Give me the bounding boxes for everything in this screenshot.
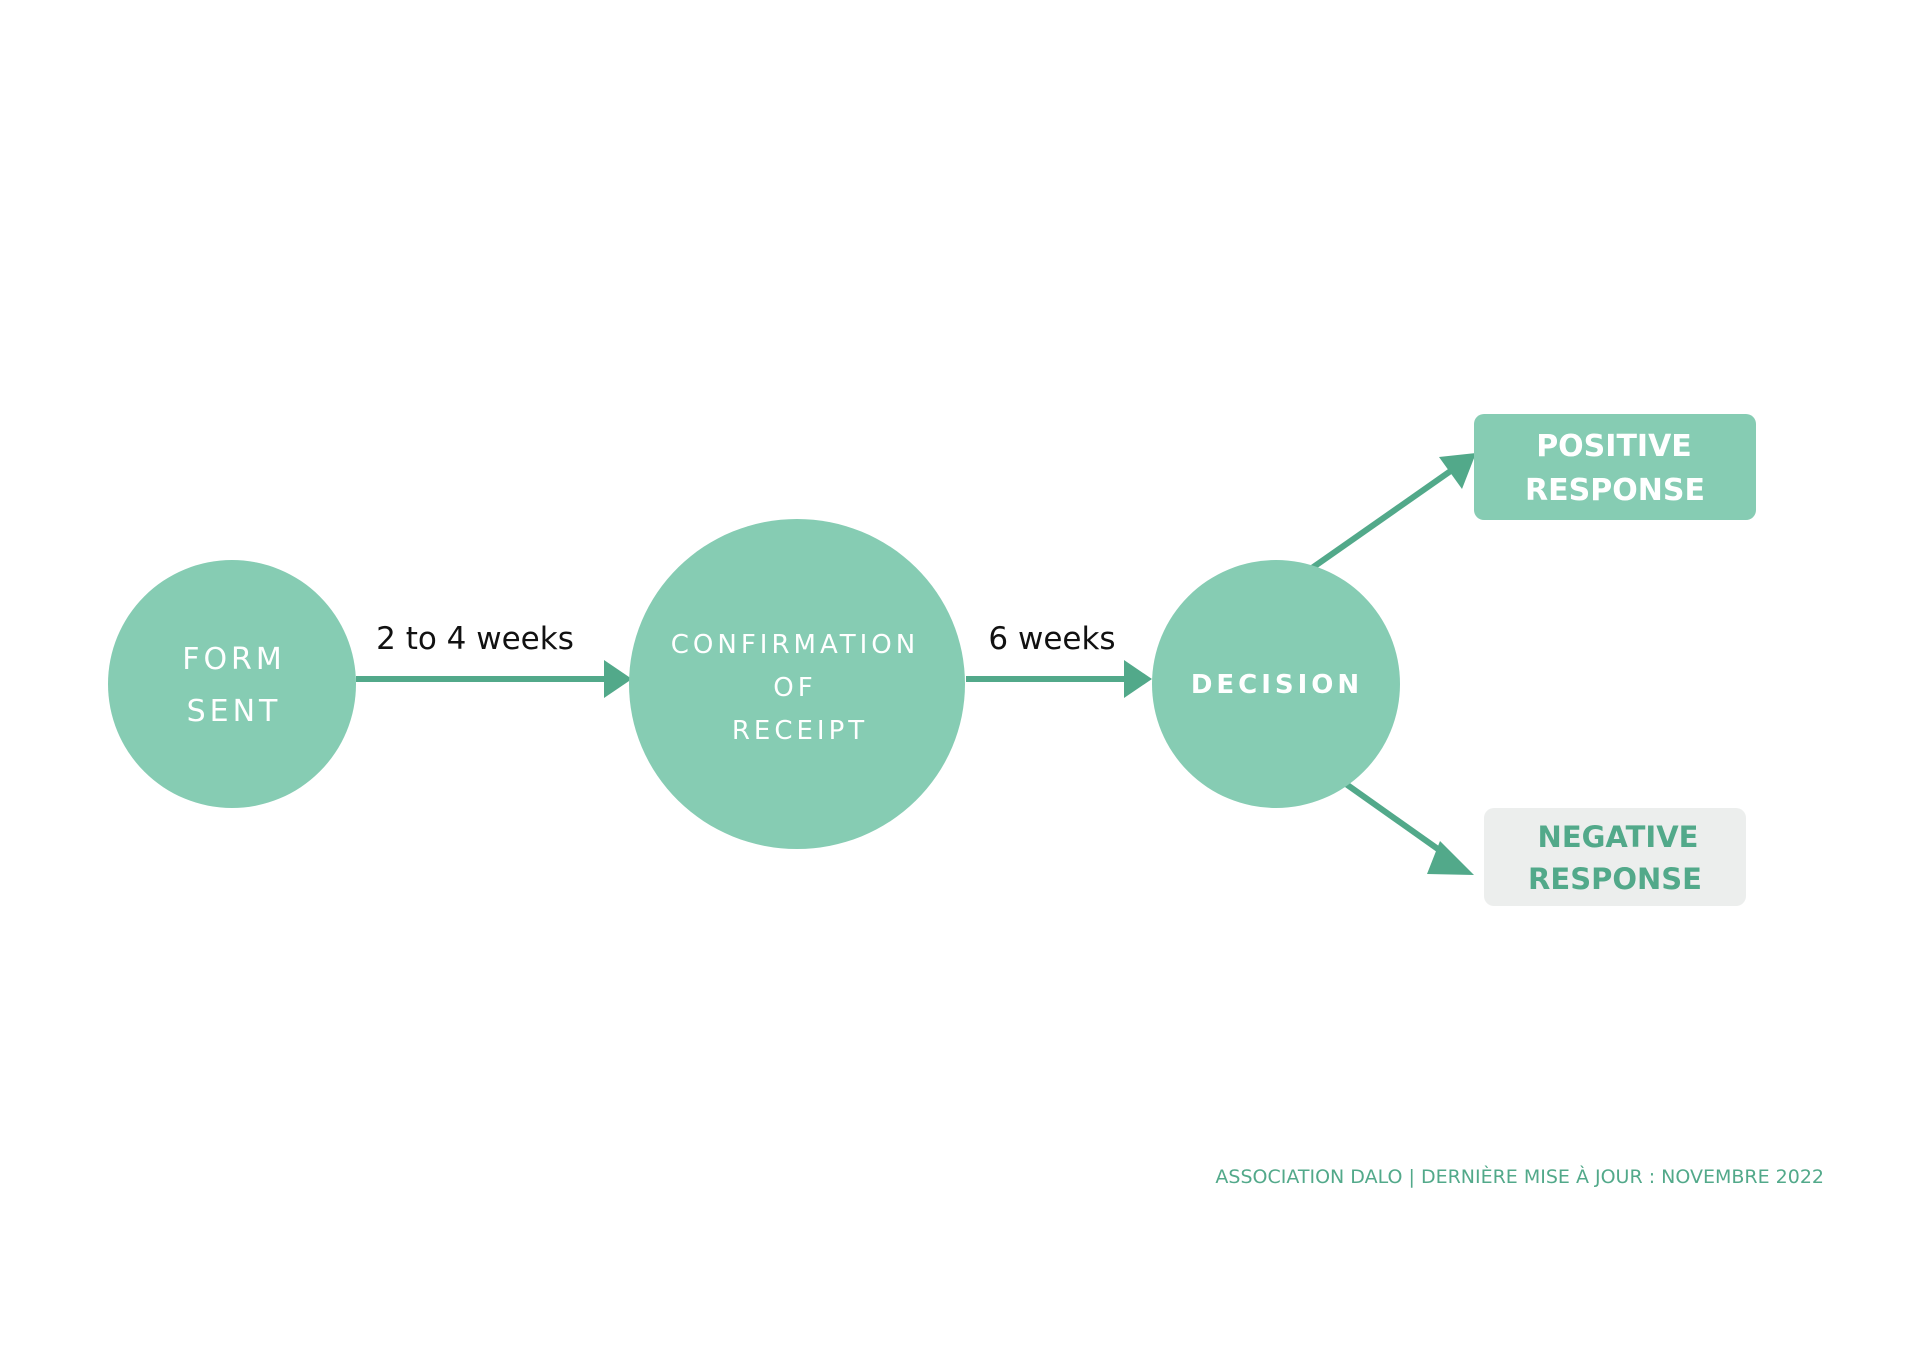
edge-label-6-weeks: 6 weeks [988, 621, 1115, 657]
footer-credit: ASSOCIATION DALO | DERNIÈRE MISE À JOUR … [1215, 1165, 1824, 1188]
box-negative-label-line-2: RESPONSE [1528, 862, 1702, 896]
arrow-decision-to-positive [1310, 453, 1476, 571]
node-confirmation-of-receipt: CONFIRMATION OF RECEIPT [629, 519, 965, 849]
node-confirmation-label-line-1: CONFIRMATION [671, 630, 919, 660]
arrow-decision-to-negative [1344, 781, 1474, 875]
node-form-sent-label-line-1: FORM [182, 642, 286, 677]
arrow-confirmation-to-decision [966, 660, 1152, 698]
node-confirmation-label-line-3: RECEIPT [732, 716, 868, 746]
box-positive-label-line-2: RESPONSE [1525, 473, 1705, 508]
node-confirmation-label-line-2: OF [773, 673, 816, 703]
node-form-sent-label-line-2: SENT [187, 694, 282, 729]
node-decision: DECISION [1152, 560, 1400, 808]
box-positive-label-line-1: POSITIVE [1536, 429, 1692, 464]
node-decision-label: DECISION [1191, 670, 1363, 700]
arrow-form-to-confirmation [356, 660, 632, 698]
node-form-sent: FORM SENT [108, 560, 356, 808]
box-negative-response: NEGATIVE RESPONSE [1484, 808, 1746, 906]
box-positive-response: POSITIVE RESPONSE [1474, 414, 1756, 520]
edge-label-2-to-4-weeks: 2 to 4 weeks [376, 621, 574, 657]
box-negative-label-line-1: NEGATIVE [1538, 820, 1699, 854]
